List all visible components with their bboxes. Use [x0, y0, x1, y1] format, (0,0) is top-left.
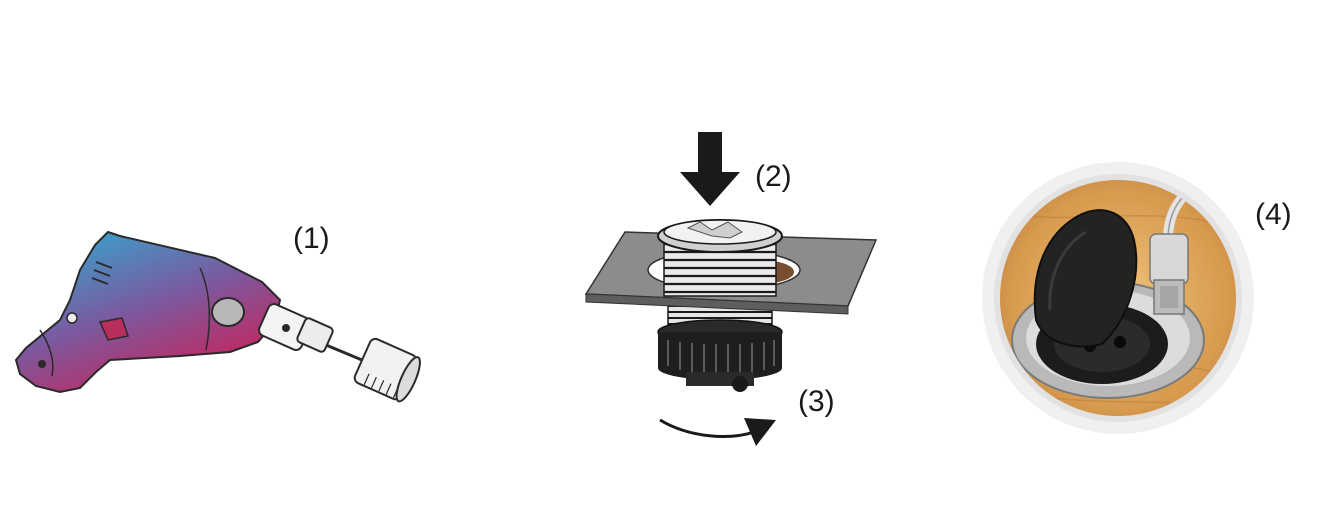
step-2-label: (2) — [755, 160, 792, 193]
installed-socket-photo — [982, 162, 1254, 434]
drill-vents — [91, 261, 113, 285]
drill-icon — [14, 230, 421, 403]
usb-plug — [1149, 233, 1189, 315]
rotate-clockwise-arrow-icon — [659, 418, 776, 446]
step-1-label: (1) — [293, 222, 330, 255]
drill-chuck — [257, 303, 334, 353]
locking-nut — [657, 319, 783, 392]
step-4-label: (4) — [1255, 198, 1292, 231]
hole-saw-bit — [353, 337, 421, 403]
socket-lid — [1033, 209, 1138, 348]
step-3-label: (3) — [798, 385, 835, 418]
drill-motor-cap — [211, 297, 245, 327]
socket-housing-assembly — [584, 219, 878, 392]
push-down-arrow-icon — [680, 132, 740, 206]
housing-cap — [657, 219, 783, 253]
drill-body — [14, 230, 282, 394]
